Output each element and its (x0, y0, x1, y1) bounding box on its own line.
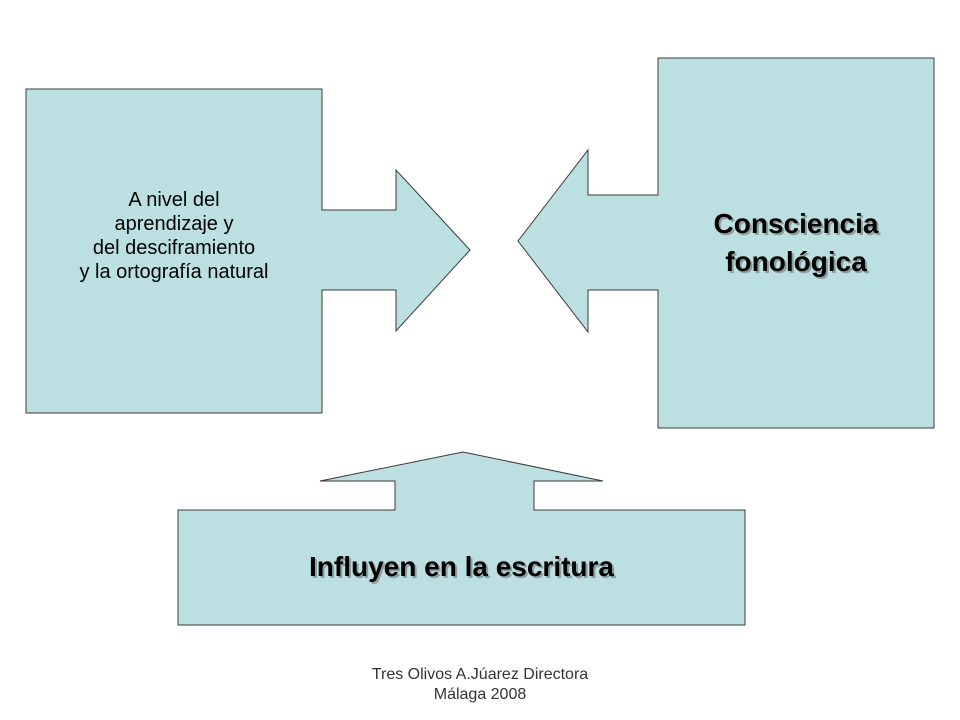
right-arrow-callout (517, 57, 935, 429)
left-callout-line-2: aprendizaje y (114, 213, 234, 235)
right-callout-text: Consciencia fonológica (658, 205, 934, 281)
right-callout-line-2: fonológica (725, 246, 867, 277)
left-callout-line-3: del desciframiento (92, 237, 256, 259)
footer-line-2: Málaga 2008 (433, 686, 527, 703)
left-callout-line-4: y la ortografía natural (79, 261, 269, 283)
slide-footer: Tres Olivos A.Júarez Directora Málaga 20… (300, 665, 660, 705)
bottom-arrow-callout (177, 451, 746, 626)
left-callout-line-1: A nivel del (128, 189, 220, 211)
footer-line-1: Tres Olivos A.Júarez Directora (371, 666, 589, 683)
left-arrow-callout (25, 88, 471, 414)
bottom-callout-text: Influyen en la escritura (309, 551, 614, 582)
right-callout-line-1: Consciencia (713, 208, 879, 239)
left-callout-text: A nivel del aprendizaje y del desciframi… (26, 188, 322, 284)
